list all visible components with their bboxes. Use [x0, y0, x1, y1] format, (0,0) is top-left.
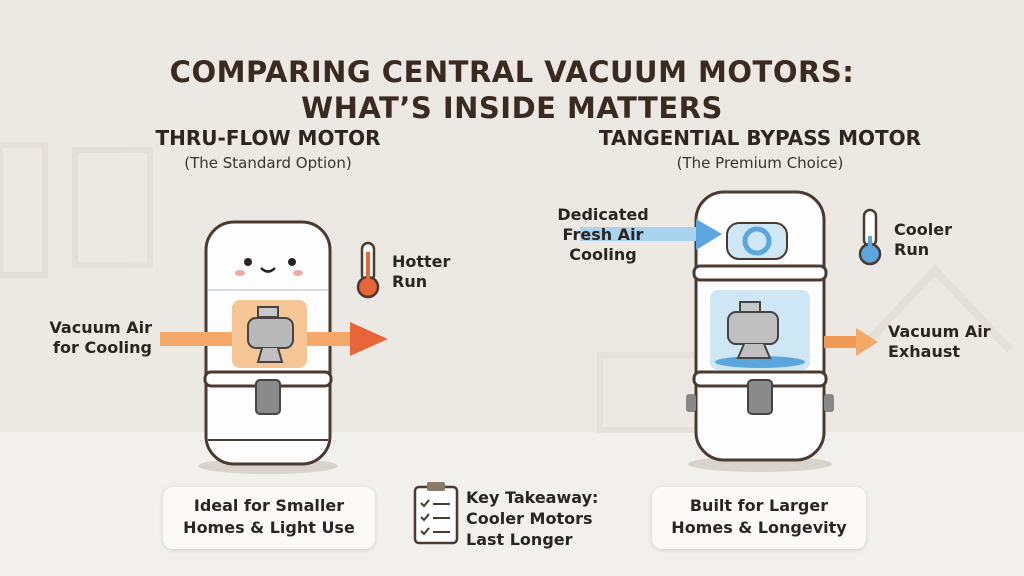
caption-line: Homes & Light Use [183, 518, 355, 537]
label-line: Exhaust [888, 342, 960, 361]
caption-line: Built for Larger [689, 496, 829, 515]
label-line: Dedicated [557, 205, 649, 224]
title-line-2: WHAT’S INSIDE MATTERS [301, 91, 723, 125]
takeaway-line: Last Longer [466, 530, 573, 549]
right-subtitle: (The Premium Choice) [676, 154, 844, 172]
left-subtitle: (The Standard Option) [184, 154, 352, 172]
right-heading: TANGENTIAL BYPASS MOTOR [598, 126, 922, 150]
label-line: Run [392, 272, 428, 291]
caption-line: Ideal for Smaller [193, 496, 345, 515]
thru-flow-canister-illustration [160, 220, 388, 474]
title-line-1: COMPARING CENTRAL VACUUM MOTORS: [169, 55, 855, 89]
caption-line: Homes & Longevity [671, 518, 847, 537]
takeaway-line: Cooler Motors [466, 509, 593, 528]
label-line: for Cooling [53, 338, 152, 357]
label-line: Cooling [569, 245, 637, 264]
clipboard-checklist-icon [413, 482, 459, 545]
label-line: Fresh Air [562, 225, 644, 244]
label-line: Run [894, 240, 930, 259]
takeaway-line: Key Takeaway: [466, 488, 599, 507]
label-line: Vacuum Air [49, 318, 152, 337]
label-line: Vacuum Air [888, 322, 991, 341]
label-line: Cooler [894, 220, 952, 239]
label-line: Hotter [392, 252, 451, 271]
left-heading: THRU-FLOW MOTOR [155, 126, 381, 150]
bypass-canister-illustration [580, 190, 882, 472]
